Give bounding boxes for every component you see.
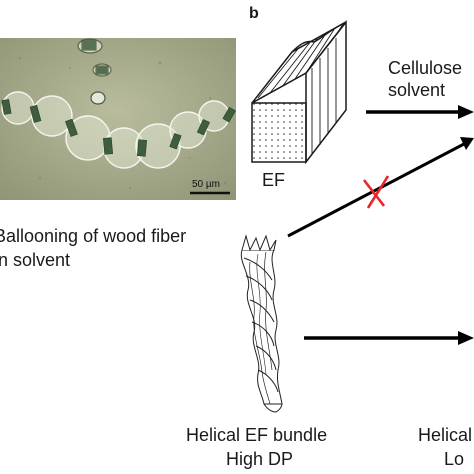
micrograph-image: 50 µm (0, 38, 236, 200)
ef-block-front (251, 102, 307, 163)
scale-bar-label: 50 µm (192, 179, 220, 190)
helical-bundle (240, 234, 283, 413)
fiber-segments (1, 99, 236, 157)
micrograph-caption-line1: Ballooning of wood fiber (0, 226, 187, 246)
helical-bundle-label-line1: Helical EF bundle (186, 425, 328, 445)
arrow-top-label-line2: solvent (388, 80, 446, 100)
helical-bundle-label-line2: High DP (226, 449, 294, 469)
arrow-top (366, 105, 474, 119)
right-cut-label-line1: Helical (418, 425, 473, 445)
right-cut-label-line2: Lo (444, 449, 465, 469)
micrograph-caption-line2: in solvent (0, 250, 71, 270)
arrow-diagonal-blocked (287, 137, 474, 238)
arrow-top-label-line1: Cellulose (388, 58, 463, 78)
ef-block (251, 19, 347, 165)
ef-label: EF (262, 170, 286, 190)
panel-b-label: b (249, 5, 259, 22)
blocked-cross-icon (362, 175, 390, 209)
arrow-bottom (304, 331, 474, 345)
micrograph-drawing (0, 38, 236, 200)
fiber-fragment (77, 38, 112, 105)
